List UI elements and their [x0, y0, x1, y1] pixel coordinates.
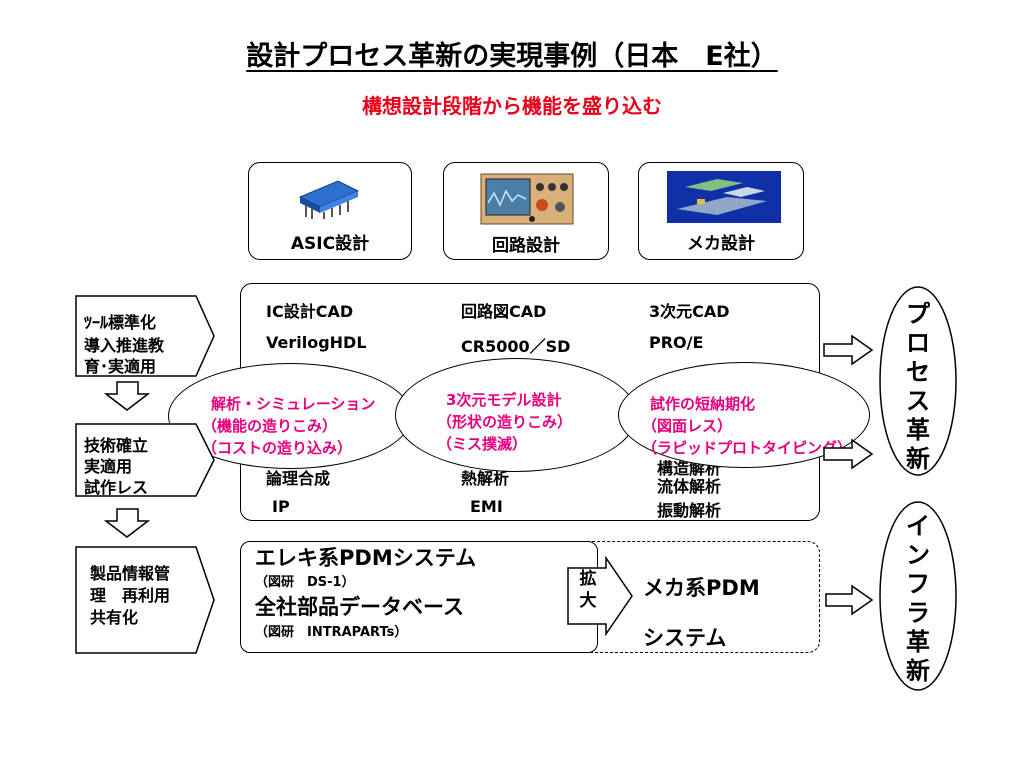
step2-shape	[75, 423, 215, 497]
tool-pro-e: PRO/E	[649, 333, 704, 352]
category-asic: ASIC設計	[248, 162, 412, 260]
oval-prototype-line1: 試作の短納期化	[650, 395, 756, 413]
category-circuit-label: 回路設計	[492, 236, 560, 256]
process-char-5: 革	[906, 416, 930, 444]
process-innovation-oval	[879, 286, 957, 476]
process-char-6: 新	[906, 445, 930, 473]
tool-logic-synthesis: 論理合成	[266, 469, 331, 488]
process-innovation-label: プ ロ セ ス 革 新	[888, 300, 948, 474]
tool-vibration-analysis: 振動解析	[657, 501, 722, 520]
infra-char-1: イ	[906, 512, 930, 540]
process-char-3: セ	[906, 358, 930, 386]
down-arrow-1	[103, 381, 151, 411]
step3-line2: 理 再利用	[90, 586, 171, 605]
infra-char-6: 新	[906, 657, 930, 685]
oval-3d-model-line1: 3次元モデル設計	[446, 391, 562, 409]
tool-emi: EMI	[470, 497, 503, 516]
step1-line2: 導入推進教	[84, 336, 165, 355]
step1-shape	[75, 295, 215, 377]
category-mecha: メカ設計	[638, 162, 804, 260]
tool-schematic-cad: 回路図CAD	[461, 302, 547, 321]
parts-db-title: 全社部品データベース	[255, 595, 464, 619]
infra-innovation-label: イ ン フ ラ 革 新	[888, 512, 948, 686]
tool-veriloghdl: VerilogHDL	[266, 333, 367, 352]
page-subtitle: 構想設計段階から機能を盛り込む	[362, 94, 662, 118]
elec-pdm-subtitle: （図研 DS-1）	[255, 575, 355, 590]
asic-chip-icon	[298, 180, 360, 219]
right-arrow-2	[823, 438, 874, 470]
step3-line1: 製品情報管	[90, 564, 171, 583]
tool-ic-cad: IC設計CAD	[266, 302, 354, 321]
process-char-4: ス	[906, 387, 930, 415]
oval-simulation-line2: （機能の造りこみ）	[202, 417, 338, 435]
category-circuit: 回路設計	[443, 162, 609, 260]
step2-line1: 技術確立	[84, 436, 149, 455]
process-char-2: ロ	[906, 329, 930, 357]
infra-char-2: ン	[906, 541, 930, 569]
step1-line3: 育･実適用	[84, 357, 157, 376]
tool-thermal-analysis: 熱解析	[461, 469, 510, 488]
tool-fluid-analysis: 流体解析	[657, 477, 722, 496]
step3-shape	[75, 546, 215, 654]
circuit-analyzer-icon	[480, 173, 574, 225]
infra-char-4: ラ	[906, 599, 930, 627]
step3-line3: 共有化	[90, 608, 139, 627]
oval-3d-model-line3: （ミス撲滅）	[437, 435, 528, 453]
tool-3d-cad: 3次元CAD	[649, 302, 730, 321]
category-asic-label: ASIC設計	[290, 234, 370, 254]
down-arrow-2	[103, 508, 151, 538]
right-arrow-1	[823, 334, 874, 366]
step2-line2: 実適用	[84, 457, 133, 476]
expand-arrow	[567, 556, 633, 636]
step2-line3: 試作レス	[84, 478, 149, 497]
oval-simulation-line3: （コストの造り込み）	[202, 439, 353, 457]
infra-char-3: フ	[906, 570, 930, 598]
page-title: 設計プロセス革新の実現事例（日本 E社）	[0, 34, 1024, 73]
oval-prototype-line2: （図面レス）	[642, 417, 733, 435]
mechanical-cad-icon	[667, 171, 781, 223]
expand-label: 拡大	[579, 569, 597, 611]
oval-3d-model-line2: （形状の造りこみ）	[437, 413, 573, 431]
elec-pdm-title: エレキ系PDMシステム	[255, 546, 477, 570]
process-char-1: プ	[906, 300, 930, 328]
elec-pdm-box	[240, 541, 598, 653]
tool-ip: IP	[272, 497, 290, 516]
oval-prototype-line3: （ラピッドプロトタイピング）	[642, 439, 853, 457]
page-title-text: 設計プロセス革新の実現事例（日本 E社）	[246, 41, 778, 72]
right-arrow-3	[825, 584, 874, 616]
parts-db-subtitle: （図研 INTRAPARTs）	[255, 625, 408, 640]
category-mecha-label: メカ設計	[687, 234, 755, 254]
mecha-pdm-line1: メカ系PDM	[643, 576, 760, 600]
tool-cr5000: CR5000／SD	[461, 337, 571, 356]
oval-3d-model	[395, 358, 637, 472]
infra-char-5: 革	[906, 628, 930, 656]
step1-line1: ﾂｰﾙ標準化	[84, 313, 157, 332]
infra-innovation-oval	[879, 501, 957, 691]
mecha-pdm-line2: システム	[643, 626, 727, 650]
oval-simulation-line1: 解析・シミュレーション	[211, 395, 376, 413]
